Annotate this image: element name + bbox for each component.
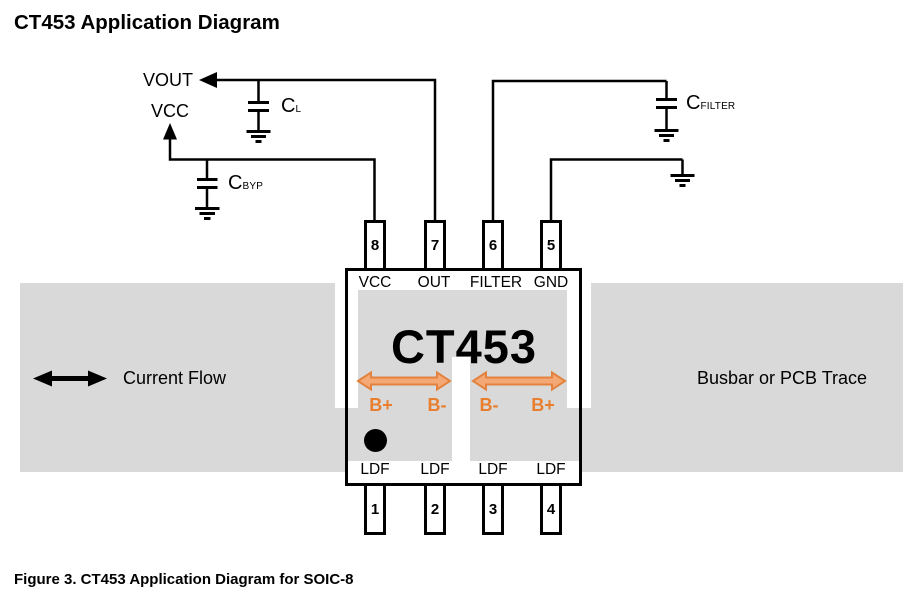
cbyp-symbol: C (228, 172, 243, 194)
pin-4-number: 4 (546, 500, 556, 518)
cfilter-label: CFILTER (686, 92, 735, 115)
pin-6: 6 (482, 220, 504, 268)
vcc-label: VCC (151, 101, 190, 121)
ground-icon (195, 207, 220, 220)
pin-4-label: LDF (536, 461, 566, 478)
chip-pad-top (358, 290, 567, 357)
pin-7: 7 (424, 220, 446, 268)
pin-3: 3 (482, 486, 504, 535)
pin-3-label: LDF (478, 461, 508, 478)
polarity-label-1: B+ (369, 395, 393, 415)
vout-arrow-icon (199, 72, 217, 88)
cbyp-label: CBYP (228, 172, 263, 195)
pin-8-number: 8 (370, 237, 380, 254)
vcc-net-wire (163, 123, 376, 221)
chip-pad-right-low (470, 408, 579, 461)
pin-1-number: 1 (370, 500, 380, 518)
cfilter-subscript: FILTER (700, 101, 736, 112)
busbar-right-connector (579, 408, 591, 472)
polarity-label-2: B- (427, 395, 447, 415)
cfilter-symbol: C (686, 92, 701, 114)
pin-7-number: 7 (430, 237, 440, 254)
busbar-label: Busbar or PCB Trace (697, 368, 868, 388)
pin-2: 2 (424, 486, 446, 535)
chip-part-number: CT453 (390, 320, 538, 373)
cbyp-capacitor-symbol (195, 159, 220, 220)
pin-8: 8 (364, 220, 386, 268)
cbyp-subscript: BYP (242, 181, 264, 192)
current-flow-label: Current Flow (123, 368, 227, 388)
filter-net-wire (491, 79, 667, 221)
cl-label: CL (281, 95, 301, 118)
cl-subscript: L (295, 104, 302, 115)
vcc-arrow-icon (163, 123, 177, 140)
ground-icon (246, 130, 271, 143)
vout-net-wire (199, 72, 437, 221)
polarity-label-4: B+ (531, 395, 555, 415)
figure-caption: Figure 3. CT453 Application Diagram for … (14, 571, 354, 588)
pin-6-number: 6 (488, 237, 498, 254)
pin-2-label: LDF (420, 461, 450, 478)
pin-4: 4 (540, 486, 562, 535)
pin-3-number: 3 (488, 500, 498, 518)
vout-label: VOUT (143, 70, 194, 90)
pin-5: 5 (540, 220, 562, 268)
pin-5-number: 5 (546, 237, 556, 254)
pin-5-label: GND (533, 274, 569, 291)
page-title: CT453 Application Diagram (14, 11, 280, 34)
cl-capacitor-symbol (246, 80, 271, 143)
chip-pad-left-low (348, 408, 452, 461)
pin-1-label: LDF (360, 461, 390, 478)
gnd-net-wire (549, 158, 695, 221)
polarity-label-3: B- (479, 395, 499, 415)
ground-icon (654, 129, 679, 142)
busbar-left-connector (335, 408, 347, 472)
ground-icon (670, 174, 695, 187)
pin-1: 1 (364, 486, 386, 535)
pin-6-label: FILTER (469, 274, 523, 291)
cfilter-capacitor-symbol (654, 81, 679, 142)
busbar-right (591, 283, 903, 472)
pin-7-label: OUT (417, 274, 451, 291)
cl-symbol: C (281, 95, 296, 117)
pin-8-label: VCC (358, 274, 392, 291)
pin-2-number: 2 (430, 500, 440, 518)
